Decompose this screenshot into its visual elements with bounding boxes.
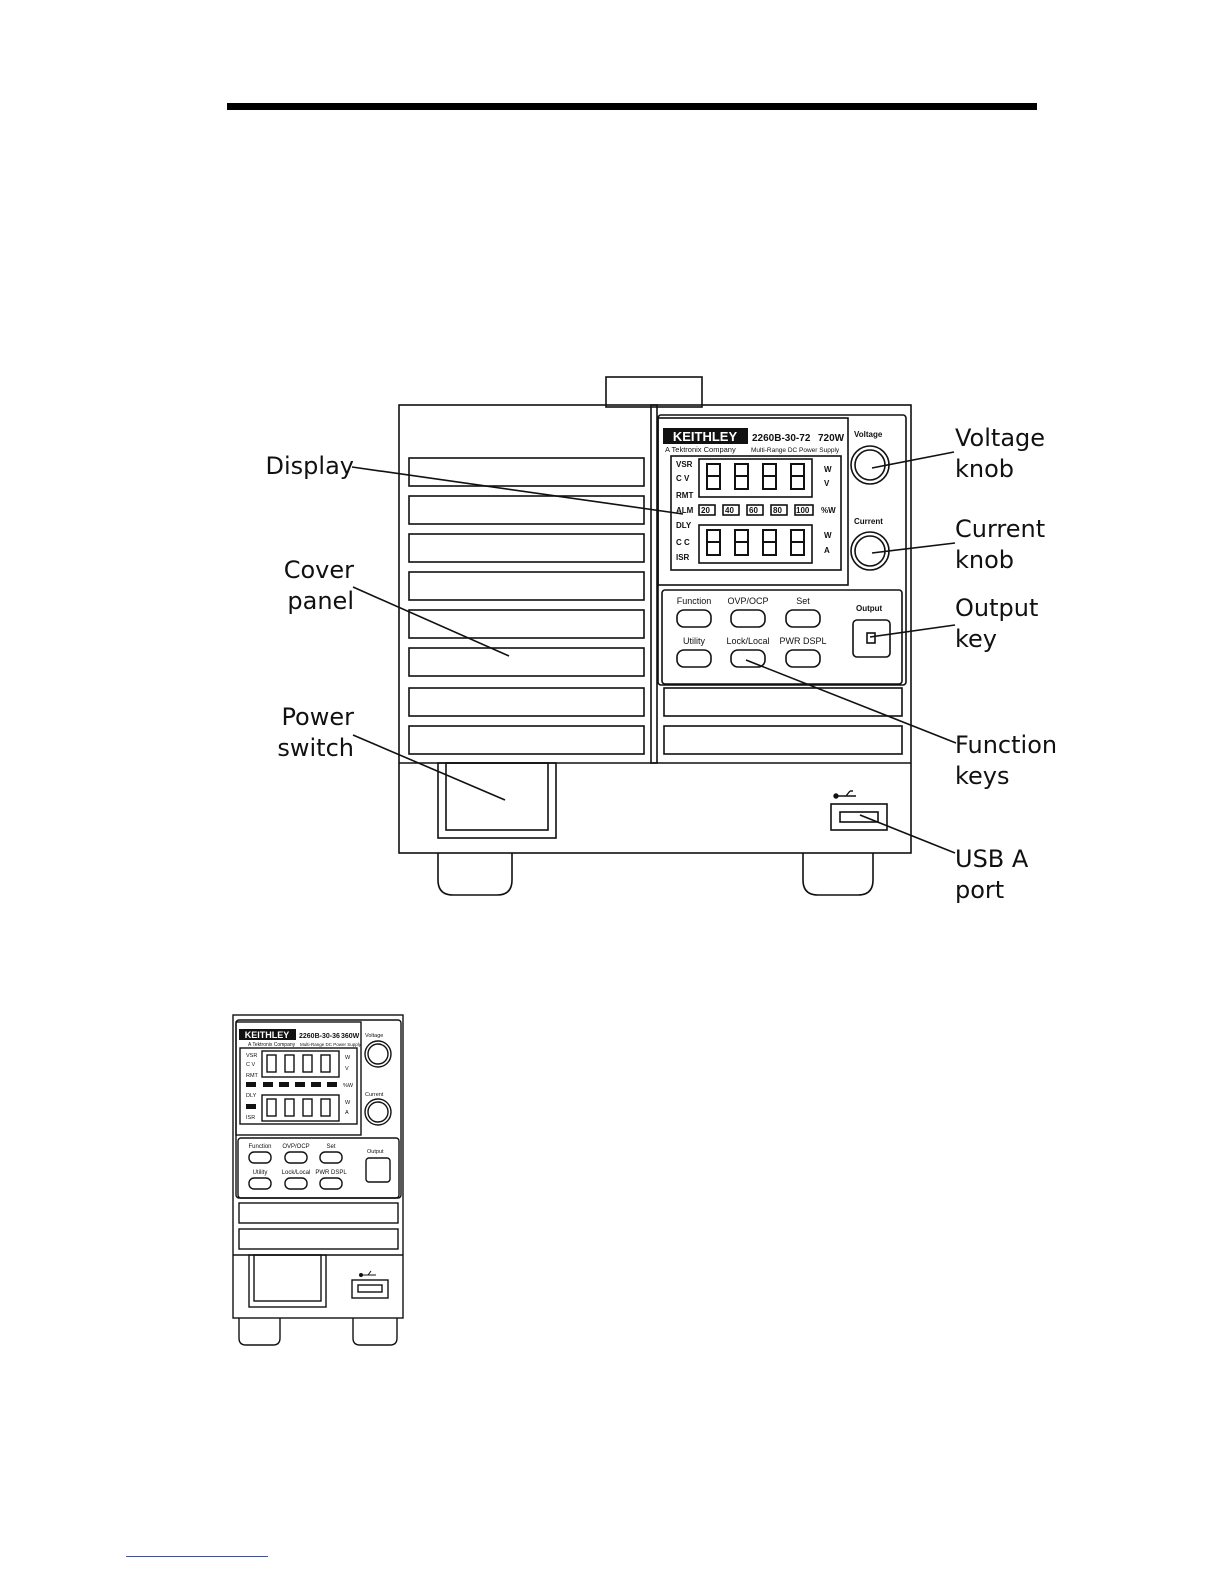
- power-switch-callout-2: switch: [277, 734, 354, 762]
- power-leader: [352, 734, 506, 801]
- bar-40: 40: [725, 506, 734, 515]
- cover-panel-callout-2: panel: [287, 587, 354, 615]
- key-pwr-dspl[interactable]: PWR DSPL: [779, 636, 826, 646]
- unit-a: A: [824, 546, 830, 555]
- output-key[interactable]: [852, 619, 891, 658]
- small-model-label: 2260B-30-36: [299, 1033, 340, 1040]
- usb-port-callout-1: USB A: [955, 845, 1029, 873]
- indicator-alm: ALM: [676, 506, 694, 515]
- bar-20: 20: [701, 506, 710, 515]
- small-output-label: Output: [367, 1149, 384, 1155]
- usb-leader: [859, 814, 956, 854]
- small-key-set[interactable]: Set: [326, 1144, 335, 1150]
- usb-icon: [833, 790, 856, 799]
- voltage-knob-callout-1: Voltage: [955, 424, 1046, 452]
- small-key-lock-local[interactable]: Lock/Local: [282, 1170, 311, 1176]
- small-key-utility[interactable]: Utility: [253, 1170, 268, 1176]
- small-indicator-cv: C V: [246, 1062, 256, 1068]
- bar-unit: %W: [821, 506, 836, 515]
- small-usb-port[interactable]: [351, 1279, 389, 1299]
- small-key-ovp-ocp[interactable]: OVP/OCP: [282, 1144, 309, 1150]
- small-key-function[interactable]: Function: [248, 1144, 271, 1150]
- key-function[interactable]: Function: [677, 596, 712, 606]
- small-usb-icon: [359, 1270, 376, 1277]
- carry-handle: [605, 376, 703, 408]
- description-label: Multi-Range DC Power Supply: [751, 447, 840, 454]
- small-output-key[interactable]: [365, 1157, 391, 1183]
- small-unit-v: V: [345, 1066, 349, 1072]
- output-key-callout-1: Output: [955, 594, 1039, 622]
- current-knob-callout-2: knob: [955, 546, 1015, 574]
- small-function-keys[interactable]: [248, 1151, 343, 1190]
- small-chassis: [232, 1014, 404, 1319]
- small-unit-a: A: [345, 1110, 349, 1116]
- unit-w-lower: W: [824, 531, 832, 540]
- display-callout: Display: [265, 452, 354, 480]
- function-keys-callout-2: keys: [955, 762, 1010, 790]
- small-current-knob[interactable]: [364, 1098, 392, 1126]
- current-knob-callout-1: Current: [955, 515, 1046, 543]
- display-leader: [351, 466, 684, 515]
- small-indicator-vsr: VSR: [246, 1053, 257, 1059]
- output-key-label: Output: [856, 604, 883, 613]
- power-label: 720W: [818, 433, 845, 444]
- small-power-label: 360W: [341, 1033, 360, 1040]
- cover-leader: [352, 586, 510, 657]
- small-brand-label: KEITHLEY: [245, 1030, 290, 1040]
- key-lock-local[interactable]: Lock/Local: [726, 636, 769, 646]
- small-current-label: Current: [365, 1092, 384, 1098]
- small-indicator-isr: ISR: [246, 1115, 255, 1121]
- indicator-vsr: VSR: [676, 460, 693, 469]
- key-utility[interactable]: Utility: [683, 636, 705, 646]
- small-unit-w-upper: W: [345, 1055, 351, 1061]
- power-switch-callout-1: Power: [281, 703, 354, 731]
- voltage-knob-callout-2: knob: [955, 455, 1015, 483]
- usb-a-port[interactable]: [830, 803, 888, 831]
- usb-port-callout-2: port: [955, 876, 1005, 904]
- key-ovp-ocp[interactable]: OVP/OCP: [727, 596, 768, 606]
- footer-link-underline[interactable]: [126, 1556, 268, 1557]
- brand-label: KEITHLEY: [673, 429, 738, 444]
- small-power-switch[interactable]: [248, 1254, 327, 1308]
- left-foot: [437, 853, 513, 896]
- model-label: 2260B-30-72: [752, 433, 811, 444]
- function-keys-callout-1: Function: [955, 731, 1058, 759]
- right-foot: [802, 853, 874, 896]
- key-set[interactable]: Set: [796, 596, 810, 606]
- header-rule: [227, 103, 1037, 110]
- output-leader: [869, 624, 956, 638]
- cover-panel-callout-1: Cover: [283, 556, 354, 584]
- indicator-rmt: RMT: [676, 491, 693, 500]
- indicator-dly: DLY: [676, 521, 692, 530]
- small-bar-unit: %W: [343, 1083, 354, 1089]
- bar-60: 60: [749, 506, 758, 515]
- bar-100: 100: [796, 506, 810, 515]
- bar-80: 80: [773, 506, 782, 515]
- function-keys[interactable]: [676, 609, 821, 668]
- current-leader: [871, 542, 956, 554]
- small-unit-w-lower: W: [345, 1100, 351, 1106]
- current-knob-label: Current: [854, 517, 883, 526]
- small-description-label: Multi-Range DC Power Supply: [300, 1042, 362, 1047]
- company-label: A Tektronix Company: [665, 445, 736, 454]
- function-leader: [745, 659, 957, 744]
- indicator-cv: C V: [676, 474, 690, 483]
- output-key-callout-2: key: [955, 625, 998, 653]
- voltage-leader: [871, 451, 955, 469]
- small-voltage-knob[interactable]: [364, 1040, 392, 1068]
- voltage-knob-label: Voltage: [854, 430, 883, 439]
- small-key-pwr-dspl[interactable]: PWR DSPL: [315, 1170, 347, 1176]
- cover-panel: [408, 457, 645, 755]
- unit-v: V: [824, 479, 830, 488]
- small-voltage-label: Voltage: [365, 1033, 383, 1039]
- unit-w-upper: W: [824, 465, 832, 474]
- small-indicator-rmt: RMT: [246, 1073, 259, 1079]
- indicator-cc: C C: [676, 538, 690, 547]
- small-indicator-dly: DLY: [246, 1093, 257, 1099]
- small-company-label: A Tektronix Company: [248, 1042, 296, 1048]
- display-panel: [657, 417, 849, 586]
- indicator-isr: ISR: [676, 553, 690, 562]
